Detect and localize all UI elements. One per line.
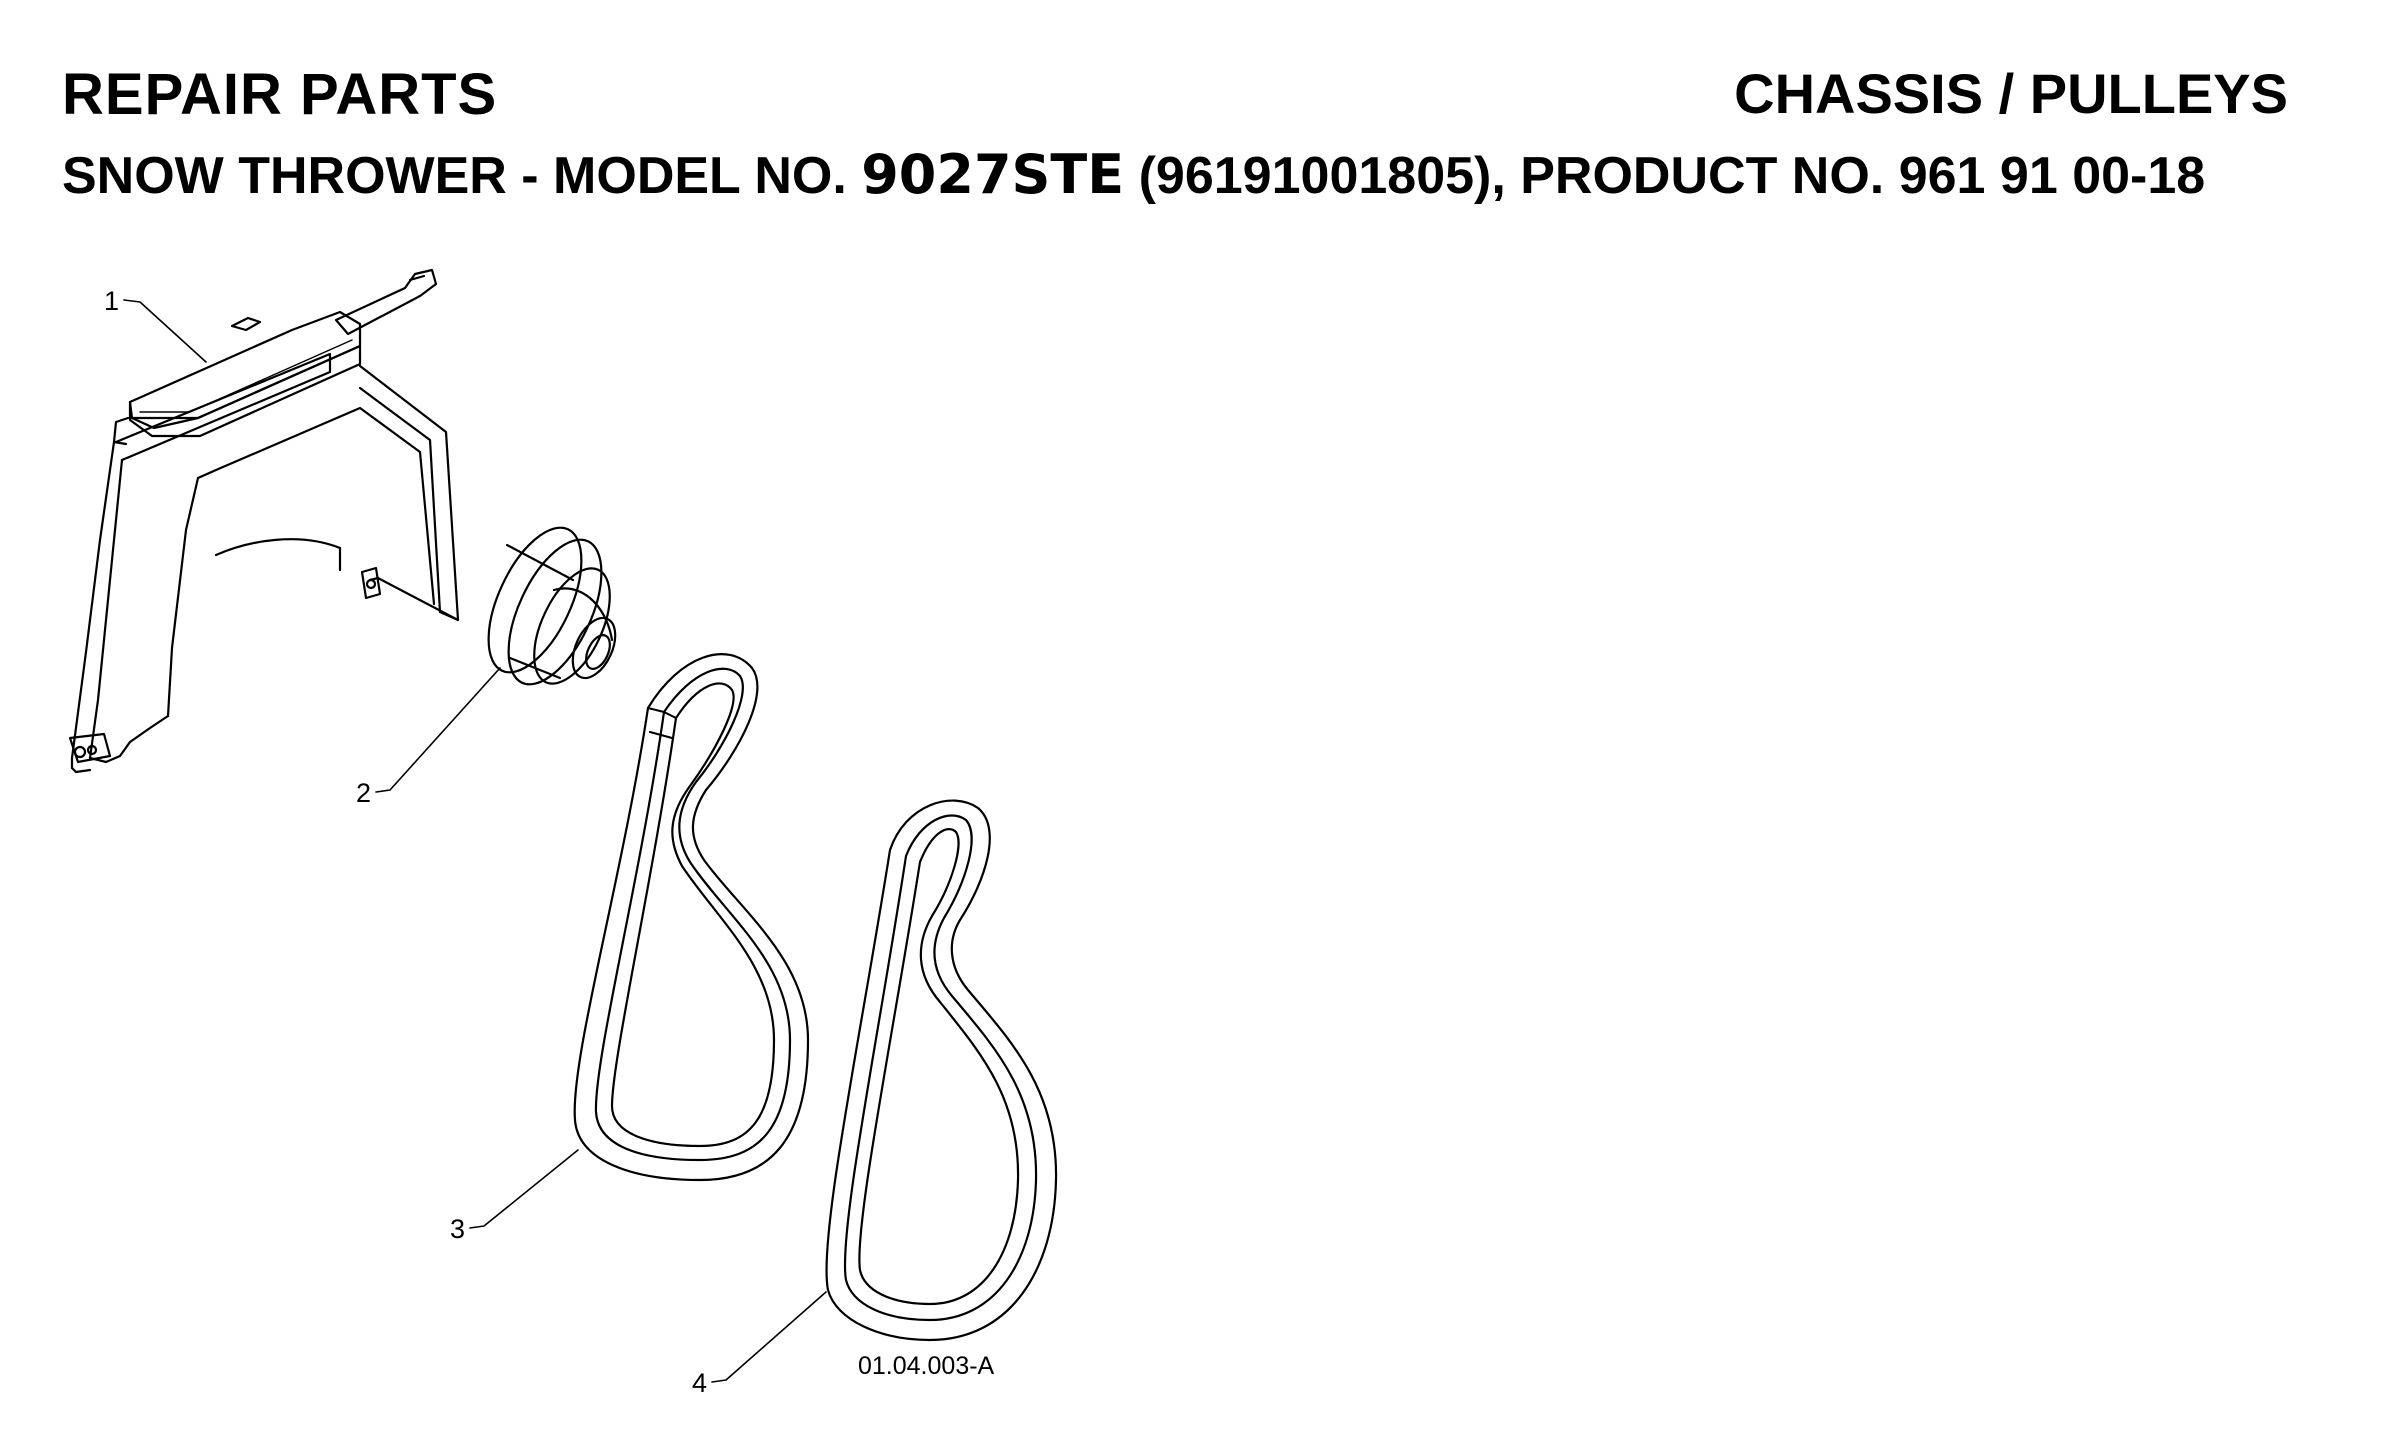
drawing-code: 01.04.003-A (858, 1352, 995, 1380)
page-title: REPAIR PARTS (62, 62, 498, 127)
section-title: CHASSIS / PULLEYS (1734, 62, 2288, 125)
subtitle-prefix: SNOW THROWER - MODEL NO. (62, 147, 862, 205)
model-number: 9027STE (861, 143, 1125, 206)
v-belt-icon (825, 799, 1058, 1342)
subtitle-suffix: (96191001805), PRODUCT NO. 961 91 00-18 (1124, 147, 2206, 205)
callout-3: 3 (450, 1214, 466, 1244)
callout-1: 1 (104, 286, 120, 316)
belt-cover-icon (68, 268, 460, 774)
callout-2: 2 (356, 778, 372, 808)
model-subtitle: SNOW THROWER - MODEL NO. 9027STE (961910… (62, 147, 2206, 205)
leader-line-4 (711, 1291, 827, 1383)
pulley-icon (487, 526, 617, 686)
leader-line-3 (469, 1149, 579, 1229)
leader-lines (123, 299, 827, 1383)
v-belt-icon (573, 653, 810, 1182)
leader-line-1 (123, 299, 207, 363)
leader-line-2 (375, 667, 501, 793)
callout-4: 4 (692, 1368, 708, 1398)
